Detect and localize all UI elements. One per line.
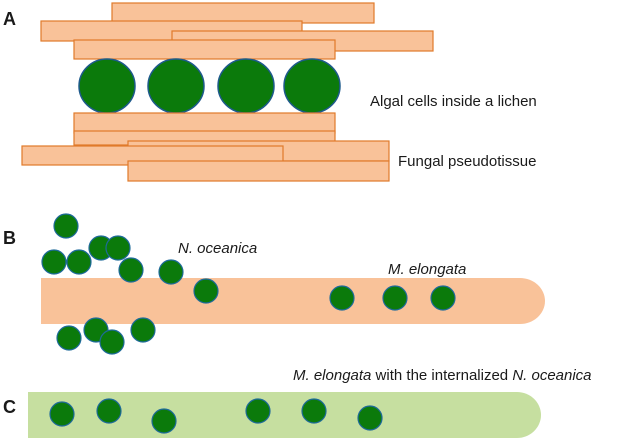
n-oceanica-cell: [118, 257, 144, 283]
n-oceanica-cell: [430, 285, 456, 311]
panel-b-label: B: [3, 228, 16, 248]
fungal-pseudotissue-caption: Fungal pseudotissue: [398, 153, 536, 170]
n-oceanica-cell: [193, 278, 219, 304]
panel-c-label: C: [3, 397, 16, 417]
algal-cells-lichen: [78, 58, 341, 114]
n-oceanica-cell: [158, 259, 184, 285]
n-oceanica-cell: [49, 401, 75, 427]
n-oceanica-cell: [66, 249, 92, 275]
n-oceanica-cell: [130, 317, 156, 343]
n-oceanica-cells-free: [41, 213, 219, 355]
fungal-hypha: [111, 2, 375, 24]
algal-cell: [147, 58, 205, 114]
fungal-hypha: [73, 112, 336, 134]
algal-cell: [217, 58, 275, 114]
n-oceanica-cell: [96, 398, 122, 424]
caption-species-fungus: M. elongata: [293, 367, 371, 384]
n-oceanica-cell: [151, 408, 177, 434]
panel-a-label: A: [3, 9, 16, 29]
n-oceanica-cell: [56, 325, 82, 351]
algal-cells-caption: Algal cells inside a lichen: [370, 93, 537, 110]
n-oceanica-cell: [245, 398, 271, 424]
n-oceanica-cells-internalized: [49, 398, 383, 434]
fungal-hypha: [127, 160, 390, 182]
n-oceanica-label: N. oceanica: [178, 240, 257, 257]
m-elongata-label: M. elongata: [388, 261, 466, 278]
panel-c-caption: M. elongata with the internalized N. oce…: [293, 367, 592, 384]
n-oceanica-cells-attached: [329, 285, 456, 311]
n-oceanica-cell: [329, 285, 355, 311]
caption-connector: with the internalized: [371, 367, 512, 384]
algal-cell: [78, 58, 136, 114]
n-oceanica-cell: [301, 398, 327, 424]
n-oceanica-cell: [41, 249, 67, 275]
n-oceanica-cell: [53, 213, 79, 239]
n-oceanica-cell: [357, 405, 383, 431]
n-oceanica-cell: [382, 285, 408, 311]
m-elongata-hypha: [41, 278, 545, 324]
n-oceanica-cell: [99, 329, 125, 355]
fungal-hyphae-top: [40, 2, 434, 60]
algal-cell: [283, 58, 341, 114]
fungal-hyphae-bottom: [21, 112, 390, 182]
caption-species-alga: N. oceanica: [512, 367, 591, 384]
n-oceanica-cell: [105, 235, 131, 261]
fungal-hypha: [73, 39, 336, 60]
